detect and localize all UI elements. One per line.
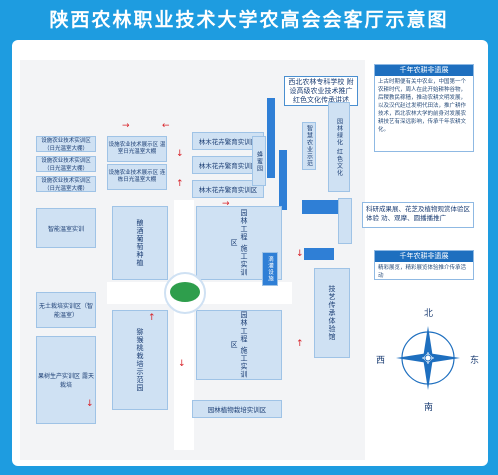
smart-area: 智慧农业示范 [302, 122, 316, 170]
greenhouse-left-2: 设施农业技术实训区（日光温室大棚） [36, 156, 96, 172]
compass-rose [396, 326, 460, 390]
garden-green-area: 园林绿化 红色文化 [328, 102, 350, 192]
citrus-area: 猕猴桃栽培示范园 [112, 310, 168, 410]
compass-north: 北 [424, 309, 434, 319]
arrow-icon: ↓ [176, 149, 184, 159]
orchard-area: 果树生产实训区 露天栽培 [36, 336, 96, 424]
dripper-area: 滴灌设施 [262, 252, 278, 286]
water-bar-2 [304, 248, 334, 260]
arrow-icon: ↓ [296, 249, 304, 259]
bar-vertical-2 [279, 150, 287, 210]
greenhouse-left-1: 设施农业技术实训区（日光温室大棚） [36, 136, 96, 152]
green-sign [170, 282, 200, 302]
arrow-icon: ↑ [176, 179, 184, 189]
arrow-icon: ↓ [178, 359, 186, 369]
research-callout: 科研成果展、花芝及植物观赏体验区 体验 劝、观摩、圆播播推广 [362, 202, 474, 228]
map-area: 设施农业技术实训区（日光温室大棚） 设施农业技术实训区（日光温室大棚） 设施农业… [12, 40, 488, 466]
arrow-icon: → [122, 121, 130, 131]
agri-exhibit-1: 设施农业技术展示区 温室日光温室大棚 [107, 136, 167, 162]
agri-exhibit-2: 设施农业技术展示区 连栋日光温室大棚 [107, 164, 167, 190]
forest-row-3: 林木花卉繁育实训区 [192, 180, 264, 198]
heritage-panel-top: 千年农耕非遗展 上古时期便有关中农业，中国第一个农耕时代，周人在此开始耕种谷物，… [374, 64, 474, 152]
jiyi-area: 技艺传承体验馆 [314, 268, 350, 358]
arrow-icon: ↑ [148, 313, 156, 323]
compass-east: 东 [470, 356, 480, 366]
compass-west: 西 [376, 356, 386, 366]
hydro-area: 无土栽培实训区（智能温室） [36, 292, 96, 328]
arrow-icon: ↓ [86, 399, 94, 409]
greenhouse-left-3: 设施农业技术实训区（日光温室大棚） [36, 176, 96, 192]
road-central [174, 200, 194, 450]
nursery-area: 园林植物栽培实训区 [192, 400, 282, 418]
garden-project-2: 园林工程 施工实训区 [196, 310, 282, 380]
arrow-icon: ↑ [296, 339, 304, 349]
smart-center-area: 智能温室实训 [36, 208, 96, 248]
arrow-icon: ← [162, 121, 170, 131]
right-edge-bar [338, 198, 352, 244]
arrow-icon: → [222, 199, 230, 209]
edu-label: 西北农林专科学校 附设高级农业技术推广 红色文化传承讲述 [284, 76, 358, 106]
map-title: 陕西农林职业技术大学农高会会客厅示意图 [49, 9, 449, 31]
water-bar-1 [302, 200, 338, 214]
bar-vertical-1 [267, 98, 275, 178]
compass-south: 南 [424, 403, 434, 413]
heritage-panel-bottom: 千年农耕非遗展 精彩展览，精彩展览体验推介传承活动 [374, 250, 474, 280]
fengmi-area: 蜂蜜园 [252, 136, 266, 186]
grape-area: 酿酒葡萄种植 [112, 206, 168, 280]
